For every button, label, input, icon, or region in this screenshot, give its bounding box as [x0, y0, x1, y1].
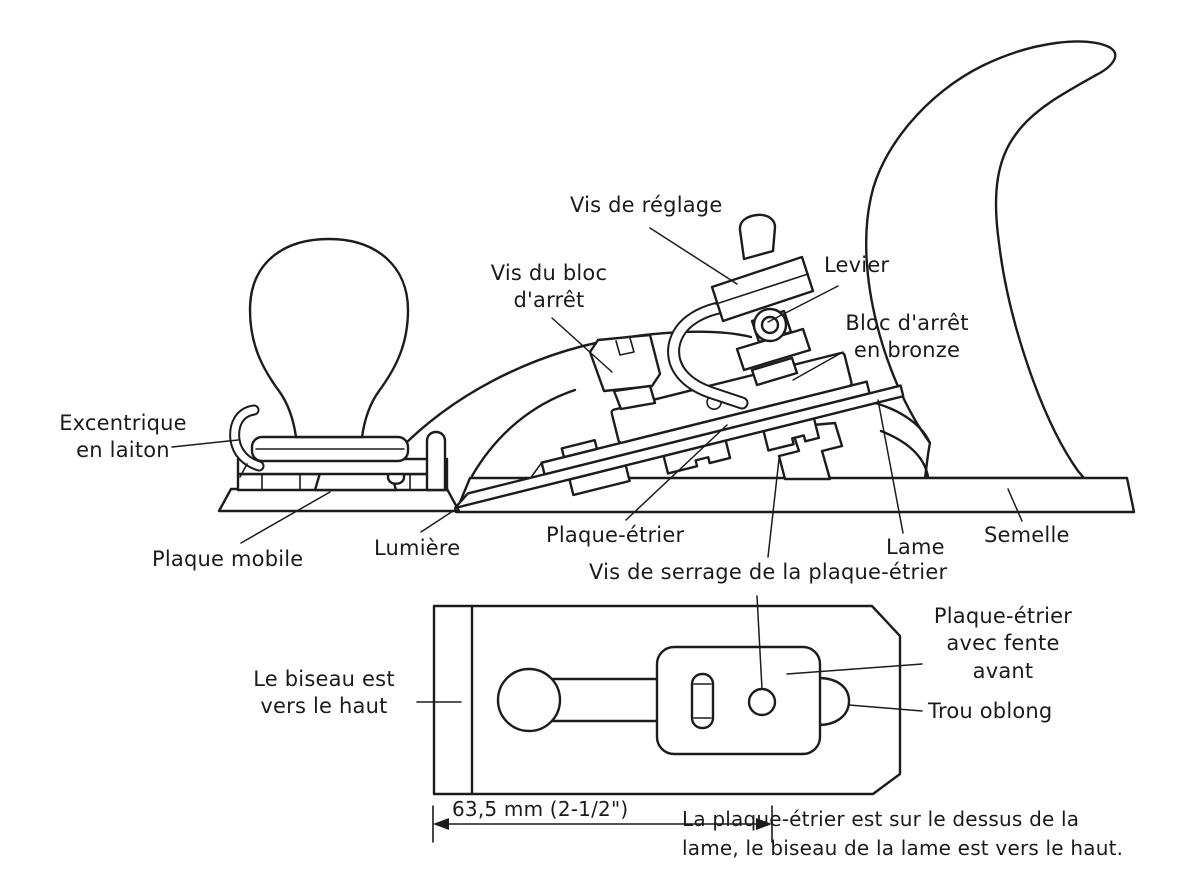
blade-side — [453, 384, 905, 510]
leader-vis-de-reglage — [649, 227, 738, 285]
dimension-arrow-left — [433, 818, 449, 830]
label-vis-du-bloc: Vis du bloc d'arrêt — [490, 261, 608, 313]
label-biseau: Le biseau est vers le haut — [253, 667, 395, 719]
keyhole-slot-lines — [550, 677, 661, 723]
keyhole-circle — [496, 667, 562, 733]
leader-trou-oblong — [848, 704, 923, 712]
levier-pivot-hole — [760, 315, 780, 335]
body-rear-fillet — [879, 429, 930, 479]
reglage-top-cap — [738, 213, 777, 261]
leader-fente — [786, 663, 923, 675]
rear-handle — [865, 40, 1117, 480]
dimension-arrow-right — [756, 818, 772, 830]
label-trou-oblong: Trou oblong — [928, 699, 1053, 723]
leader-vis-serrage-up — [767, 458, 780, 558]
vis-du-bloc-head — [588, 333, 662, 393]
label-plaque-etrier-side: Plaque-étrier — [546, 523, 685, 547]
reglage-lower-neck — [750, 356, 799, 387]
front-post — [425, 430, 447, 492]
serrage-hole-top-view — [747, 687, 777, 717]
plaque-etrier-side — [540, 380, 871, 476]
blade-assembly — [453, 351, 905, 510]
front-band-details — [261, 473, 411, 491]
label-lame: Lame — [886, 535, 945, 559]
trou-oblong-tab — [816, 676, 851, 727]
label-note: La plaque-étrier est sur le dessus de la… — [682, 807, 1124, 860]
front-knob — [248, 237, 410, 439]
plaque-mobile-hump — [313, 471, 398, 492]
label-excentrique: Excentrique en laiton — [59, 411, 187, 463]
wheel-inner-line — [715, 273, 809, 305]
leader-vis-serrage-down — [756, 595, 763, 690]
vis-de-serrage-under — [762, 417, 821, 452]
plaque-etrier-top-view — [655, 645, 822, 756]
leader-lame — [877, 399, 904, 534]
label-vis-de-serrage: Vis de serrage de la plaque-étrier — [589, 560, 948, 584]
vis-du-bloc-neck — [612, 384, 657, 411]
leader-plaque-etrier-side — [625, 424, 728, 521]
oblong-slot-ends — [693, 683, 712, 719]
levier-arm-core — [669, 300, 747, 408]
plaque-tab-1 — [560, 438, 599, 459]
label-lumiere: Lumière — [374, 536, 461, 560]
label-semelle: Semelle — [984, 523, 1070, 547]
leader-excentrique — [171, 439, 239, 448]
label-bloc-arret: Bloc d'arrêt en bronze — [845, 311, 969, 363]
leader-vis-du-bloc — [551, 317, 613, 373]
leader-plaque-mobile — [240, 491, 331, 544]
eccentric-foot — [239, 463, 248, 478]
front-base — [217, 487, 461, 513]
leader-lumiere — [420, 508, 457, 533]
leader-levier — [767, 285, 839, 323]
label-vis-de-reglage: Vis de réglage — [570, 193, 723, 217]
body-throat-curve — [470, 388, 577, 478]
label-dimension: 63,5 mm (2-1/2") — [452, 797, 629, 821]
label-plaque-mobile: Plaque mobile — [152, 547, 304, 571]
plaque-etrier-nose — [530, 461, 543, 478]
label-levier: Levier — [824, 253, 890, 277]
leader-semelle — [1007, 488, 1023, 522]
oblong-slot — [690, 672, 715, 730]
label-plaque-etrier-fente: Plaque-étrier avec fente avant — [933, 604, 1073, 683]
vis-du-bloc-slot — [615, 337, 635, 356]
leader-bloc-arret — [792, 351, 844, 381]
